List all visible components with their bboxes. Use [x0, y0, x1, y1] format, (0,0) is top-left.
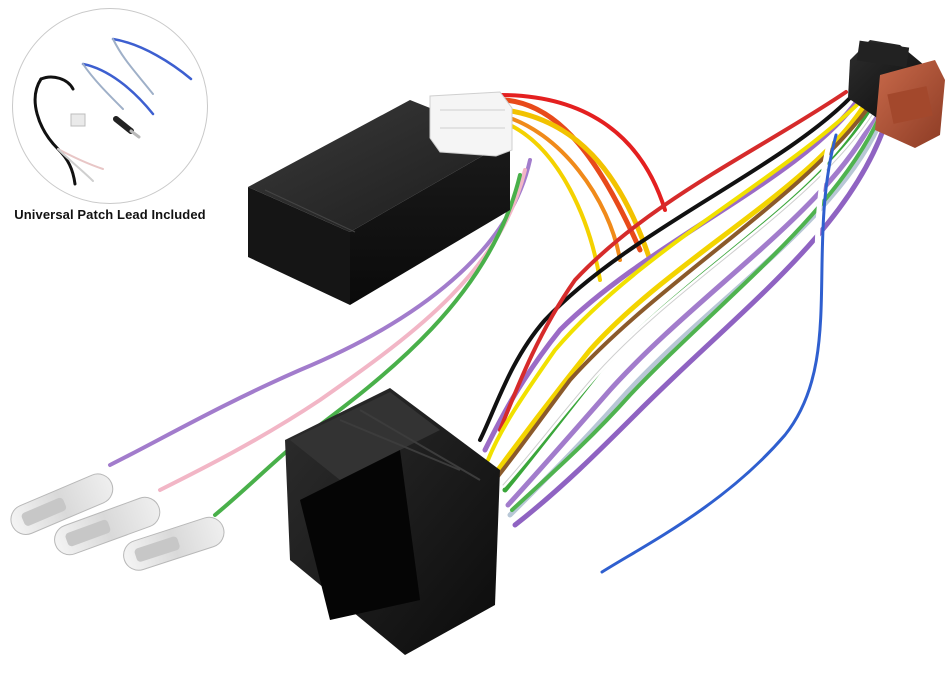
wire-bundle — [108, 90, 889, 574]
quadlock-connector — [285, 388, 500, 655]
patch-lead-photo — [33, 37, 193, 186]
interface-module — [248, 91, 513, 305]
iso-connector — [848, 40, 945, 148]
spade-terminals — [10, 473, 225, 571]
inset-caption: Universal Patch Lead Included — [14, 207, 206, 222]
patch-lead-inset — [12, 8, 208, 204]
